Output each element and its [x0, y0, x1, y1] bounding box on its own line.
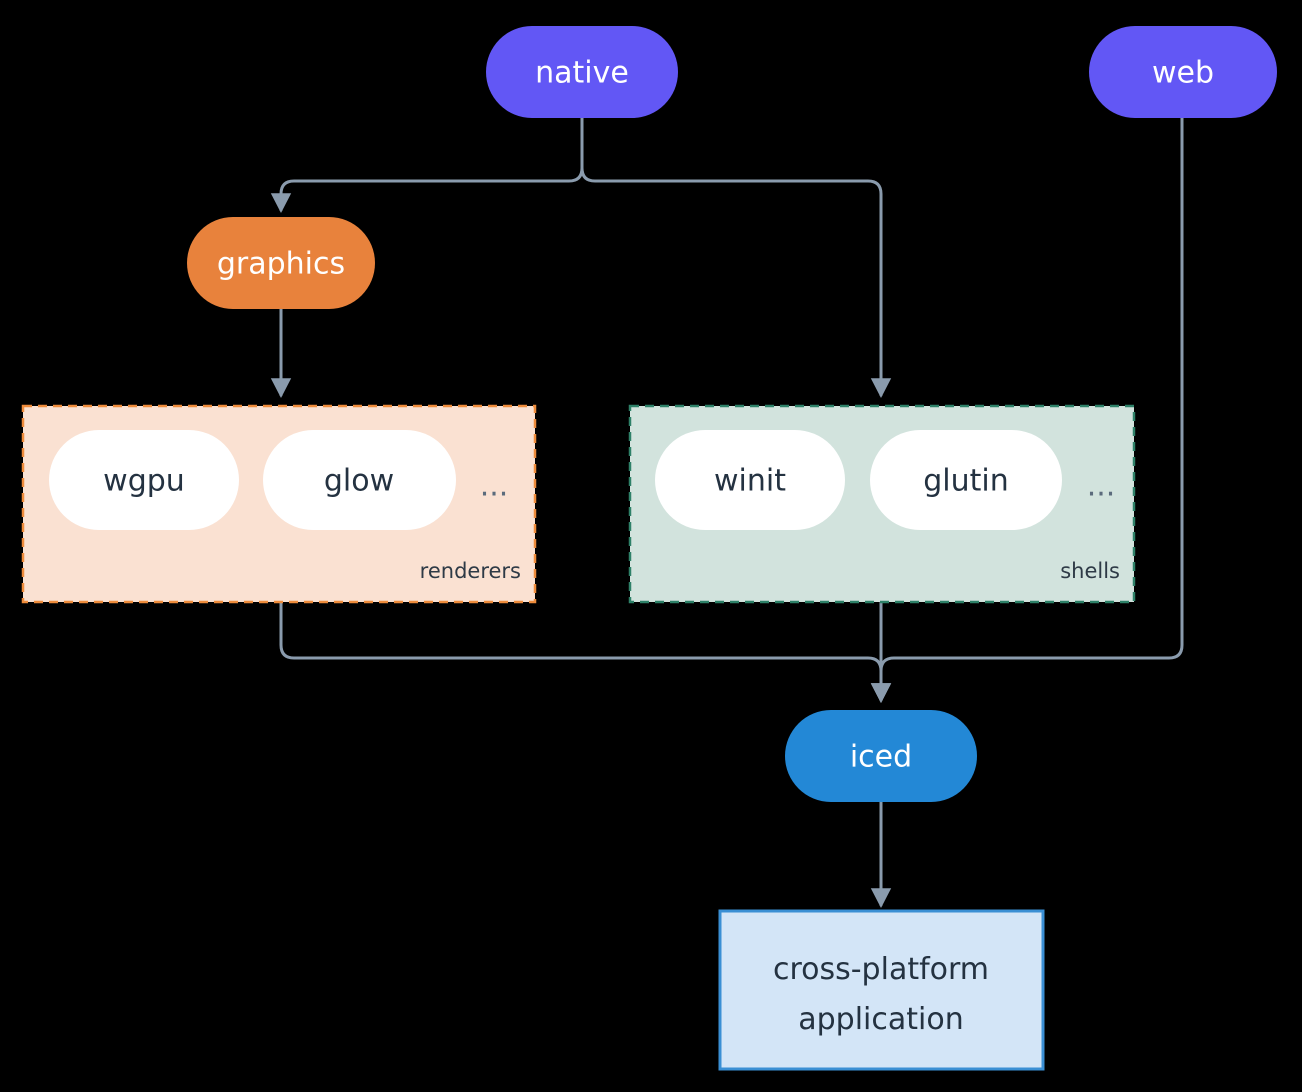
renderers-ellipsis: ... [480, 469, 509, 504]
node-application-label-line-1: cross-platform [773, 952, 989, 987]
node-web-label: web [1152, 56, 1214, 91]
node-application-shape [718, 909, 1045, 1071]
edge-web-to-iced [870, 116, 1184, 704]
edge-layer [270, 116, 1184, 909]
node-web-shape [1089, 26, 1277, 118]
node-graphics-label: graphics [217, 247, 345, 282]
renderer-pill-glow[interactable]: glow [263, 430, 456, 530]
node-native-shape [486, 26, 678, 118]
shell-pill-winit-shape [655, 430, 845, 530]
shell-pill-winit[interactable]: winit [655, 430, 845, 530]
node-graphics[interactable]: graphics [187, 217, 375, 309]
node-web[interactable]: web [1089, 26, 1277, 118]
shell-pill-glutin-label: glutin [923, 464, 1009, 499]
renderer-pill-glow-shape [263, 430, 456, 530]
group-shells: winit glutin ... shells [628, 404, 1136, 604]
node-application-label-line-2: application [798, 1002, 963, 1037]
shell-pill-winit-label: winit [714, 464, 786, 499]
shells-ellipsis: ... [1087, 469, 1116, 504]
edge-native-to-graphics [270, 116, 584, 214]
shell-pill-glutin-shape [870, 430, 1062, 530]
renderer-pill-wgpu-shape [49, 430, 239, 530]
renderer-pill-glow-label: glow [324, 464, 394, 499]
group-shells-label: shells [1060, 559, 1120, 583]
node-iced-shape [785, 710, 977, 802]
node-graphics-shape [187, 217, 375, 309]
edge-native-to-shells [580, 116, 892, 399]
node-iced[interactable]: iced [785, 710, 977, 802]
edge-renderers-to-iced [279, 601, 892, 704]
node-native[interactable]: native [486, 26, 678, 118]
renderer-pill-wgpu[interactable]: wgpu [49, 430, 239, 530]
group-renderers-label: renderers [420, 559, 521, 583]
node-native-label: native [535, 56, 629, 91]
node-iced-label: iced [850, 740, 912, 775]
shell-pill-glutin[interactable]: glutin [870, 430, 1062, 530]
group-renderers: wgpu glow ... renderers [21, 404, 537, 604]
node-application[interactable]: cross-platform application [718, 909, 1045, 1071]
renderer-pill-wgpu-label: wgpu [103, 464, 185, 499]
